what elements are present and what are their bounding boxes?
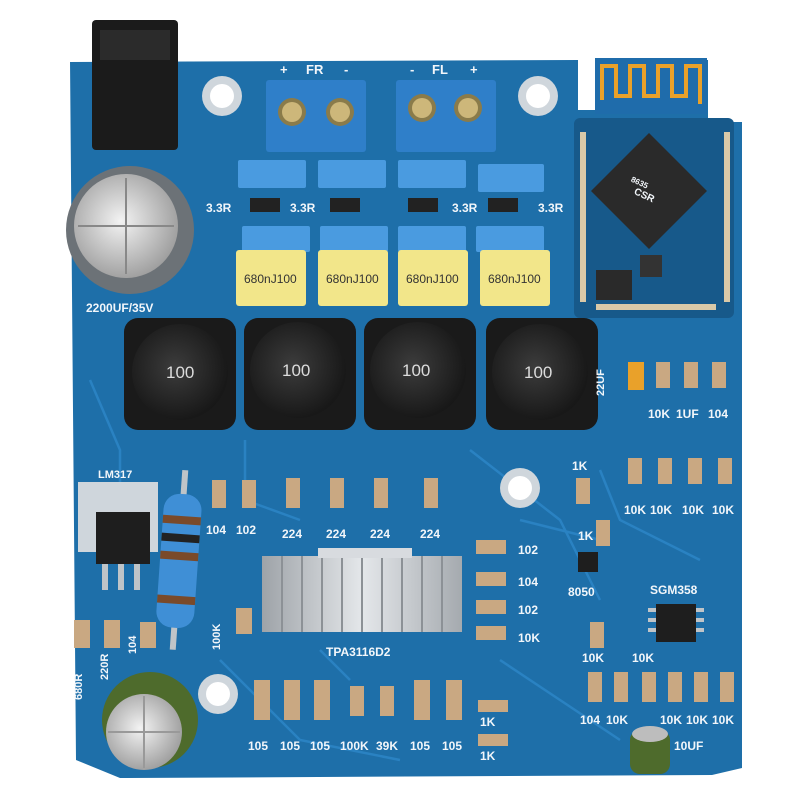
rm-label-2: 10K [650,503,672,517]
fr-minus-label: - [344,62,348,77]
bottom-label-1: 105 [248,739,268,753]
label-220r: 220R [99,654,111,680]
regulator-chip [96,512,150,564]
rt-label-1uf: 1UF [676,407,699,421]
left-bottom-smd [74,620,156,648]
bottom-label-2: 105 [280,739,300,753]
fl-minus-label: - [410,62,414,77]
rt-label-104: 104 [708,407,728,421]
bottom-label-4: 100K [340,739,369,753]
br-label-1: 104 [580,713,600,727]
stack-label-2: 104 [518,575,538,589]
small-electrolytic [630,726,670,774]
stack-label-3: 102 [518,603,538,617]
mounting-holes [198,76,558,714]
bottom-1k-a: 1K [480,715,496,729]
res-label-4: 3.3R [538,201,564,215]
rm-label-1: 10K [624,503,646,517]
mid-cap-2: 102 [236,523,256,537]
power-resistor [156,469,202,650]
rl-label-2: 10K [632,651,654,665]
green-capacitor [102,672,198,770]
mid-cap-6: 224 [420,527,440,541]
film-cap-row-top [238,160,544,252]
bottom-label-3: 105 [310,739,330,753]
cap-label-1: 680nJ100 [244,272,297,286]
bottom-right-smd [588,672,734,702]
right-mid-smd [576,458,732,546]
rt-label-10k: 10K [648,407,670,421]
antenna-trace [600,64,702,104]
inductors [124,318,598,430]
fr-label: FR [306,62,324,77]
heatsink [262,548,462,632]
terminal-fl[interactable] [396,80,496,152]
mid-cap-3: 224 [282,527,302,541]
label-104-left: 104 [127,635,139,654]
module-pads [580,132,730,310]
res-label-2: 3.3R [290,201,316,215]
bottom-label-6: 105 [410,739,430,753]
bottom-1k-b: 1K [480,749,496,763]
ind-label-2: 100 [282,361,310,380]
opamp-label: SGM358 [650,583,698,597]
transistor-label: 8050 [568,585,595,599]
rl-label-1: 10K [582,651,604,665]
cap-label-4: 680nJ100 [488,272,541,286]
br-label-5: 10K [712,713,734,727]
fr-plus-label: + [280,62,288,77]
fl-plus-label: + [470,62,478,77]
fl-label: FL [432,62,448,77]
br-label-3: 10K [660,713,682,727]
regulator-label: LM317 [98,469,132,481]
bottom-smd-row [254,680,508,746]
small-cap-label: 10UF [674,739,703,753]
bottom-label-7: 105 [442,739,462,753]
mid-smd-caps [212,478,438,508]
label-680r: 680R [73,674,85,700]
stack-label-4: 10K [518,631,540,645]
amp-chip-label: TPA3116D2 [326,645,391,659]
transistor [578,552,598,572]
right-stack-parts [476,540,506,640]
resistors-3r3 [250,198,518,212]
rm-label-4: 10K [712,503,734,517]
cap-label-2: 680nJ100 [326,272,379,286]
label-100k-left: 100K [211,624,223,650]
terminal-fr[interactable] [266,80,366,152]
res-label-1: 3.3R [206,201,232,215]
br-label-4: 10K [686,713,708,727]
label-1k-low: 1K [578,529,594,543]
opamp-chip [656,604,696,642]
ind-label-3: 100 [402,361,430,380]
mid-cap-1: 104 [206,523,226,537]
yellow-caps [236,250,550,306]
label-1k-right: 1K [572,459,588,473]
rm-label-3: 10K [682,503,704,517]
ind-label-4: 100 [524,363,552,382]
right-top-smd [656,362,726,388]
mid-cap-5: 224 [370,527,390,541]
label-22uf: 22UF [595,369,607,396]
ind-label-1: 100 [166,363,194,382]
cap-label-3: 680nJ100 [406,272,459,286]
mid-cap-4: 224 [326,527,346,541]
br-label-2: 10K [606,713,628,727]
res-label-3: 3.3R [452,201,478,215]
bottom-label-5: 39K [376,739,398,753]
bulk-capacitor [66,166,194,294]
bulk-cap-label: 2200UF/35V [86,301,153,315]
stack-label-1: 102 [518,543,538,557]
